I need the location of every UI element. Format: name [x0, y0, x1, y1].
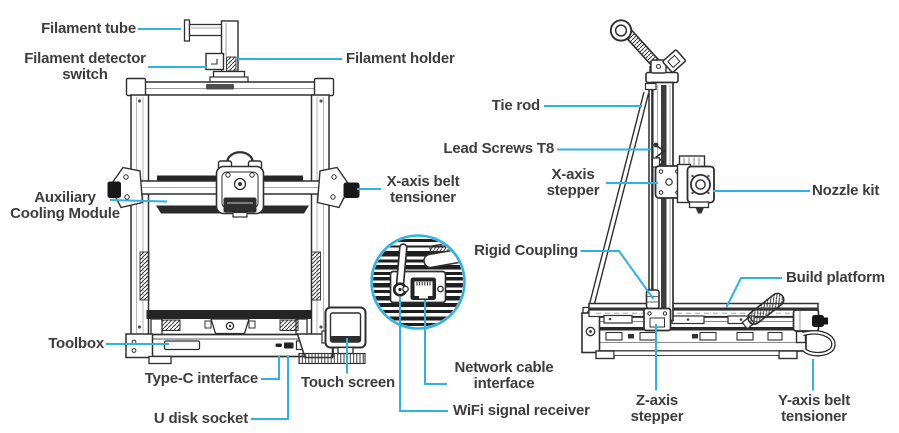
label-touch-screen: Touch screen — [300, 374, 396, 391]
spool-holder-drawing — [609, 19, 687, 74]
label-tie-rod: Tie rod — [491, 97, 541, 114]
toolbox-drawer-drawing — [163, 340, 201, 351]
leader-lines — [106, 28, 814, 420]
leader-rigid-coupling — [580, 250, 655, 300]
touch-screen-drawing — [321, 306, 367, 355]
label-lead-screws-t8: Lead Screws T8 — [443, 140, 554, 157]
ethernet-port-icon — [410, 277, 436, 300]
filament-detector-switch-drawing — [205, 52, 225, 71]
label-network-cable-interface: Network cable interface — [454, 359, 554, 392]
z-column-drawing — [644, 65, 679, 322]
nozzle-kit-drawing — [676, 155, 715, 214]
z-axis-stepper-drawing — [643, 289, 672, 332]
side-view-drawing — [581, 19, 836, 360]
printer-frame-front — [125, 77, 335, 336]
type-c-port-drawing — [275, 343, 282, 347]
leader-u-disk-socket — [251, 356, 289, 420]
front-view-drawing — [107, 19, 367, 365]
brand-logo-mark — [206, 84, 234, 90]
label-type-c-interface: Type-C interface — [144, 370, 258, 387]
label-x-axis-belt-tensioner: X-axis belt tensioner — [386, 173, 460, 206]
leader-type-c-interface — [261, 356, 280, 380]
y-axis-belt-tensioner-drawing — [792, 309, 836, 357]
leader-auxiliary-cooling-module — [109, 199, 168, 203]
label-wifi-signal-receiver: WiFi signal receiver — [453, 402, 590, 419]
label-nozzle-kit: Nozzle kit — [812, 182, 880, 199]
extruder-carriage-drawing — [215, 151, 265, 218]
connector-inset — [370, 234, 466, 330]
label-filament-holder: Filament holder — [346, 50, 455, 67]
label-z-axis-stepper: Z-axis stepper — [630, 392, 684, 425]
leader-network-cable-interface — [424, 300, 447, 385]
scraper-handle-drawing — [741, 292, 785, 330]
printer-base-front — [125, 310, 366, 365]
inset-circle-outline — [370, 234, 466, 330]
x-belt-tensioner-knob — [343, 182, 360, 198]
label-toolbox: Toolbox — [48, 335, 104, 352]
tie-rod-drawing — [582, 91, 650, 318]
lead-screw-drawing — [644, 82, 657, 291]
label-filament-tube: Filament tube — [41, 20, 136, 37]
filament-holder-drawing — [183, 19, 249, 83]
u-disk-port-drawing — [284, 342, 294, 349]
leader-wifi-signal-receiver — [399, 297, 448, 412]
label-x-axis-stepper: X-axis stepper — [546, 166, 600, 199]
label-y-axis-belt-tensioner: Y-axis belt tensioner — [777, 392, 850, 425]
label-u-disk-socket: U disk socket — [153, 410, 248, 427]
label-auxiliary-cooling-module: Auxiliary Cooling Module — [10, 189, 120, 222]
leader-build-platform — [725, 277, 782, 308]
label-filament-detector-switch: Filament detector switch — [24, 50, 146, 83]
label-rigid-coupling: Rigid Coupling — [474, 242, 578, 259]
label-build-platform: Build platform — [786, 269, 885, 286]
